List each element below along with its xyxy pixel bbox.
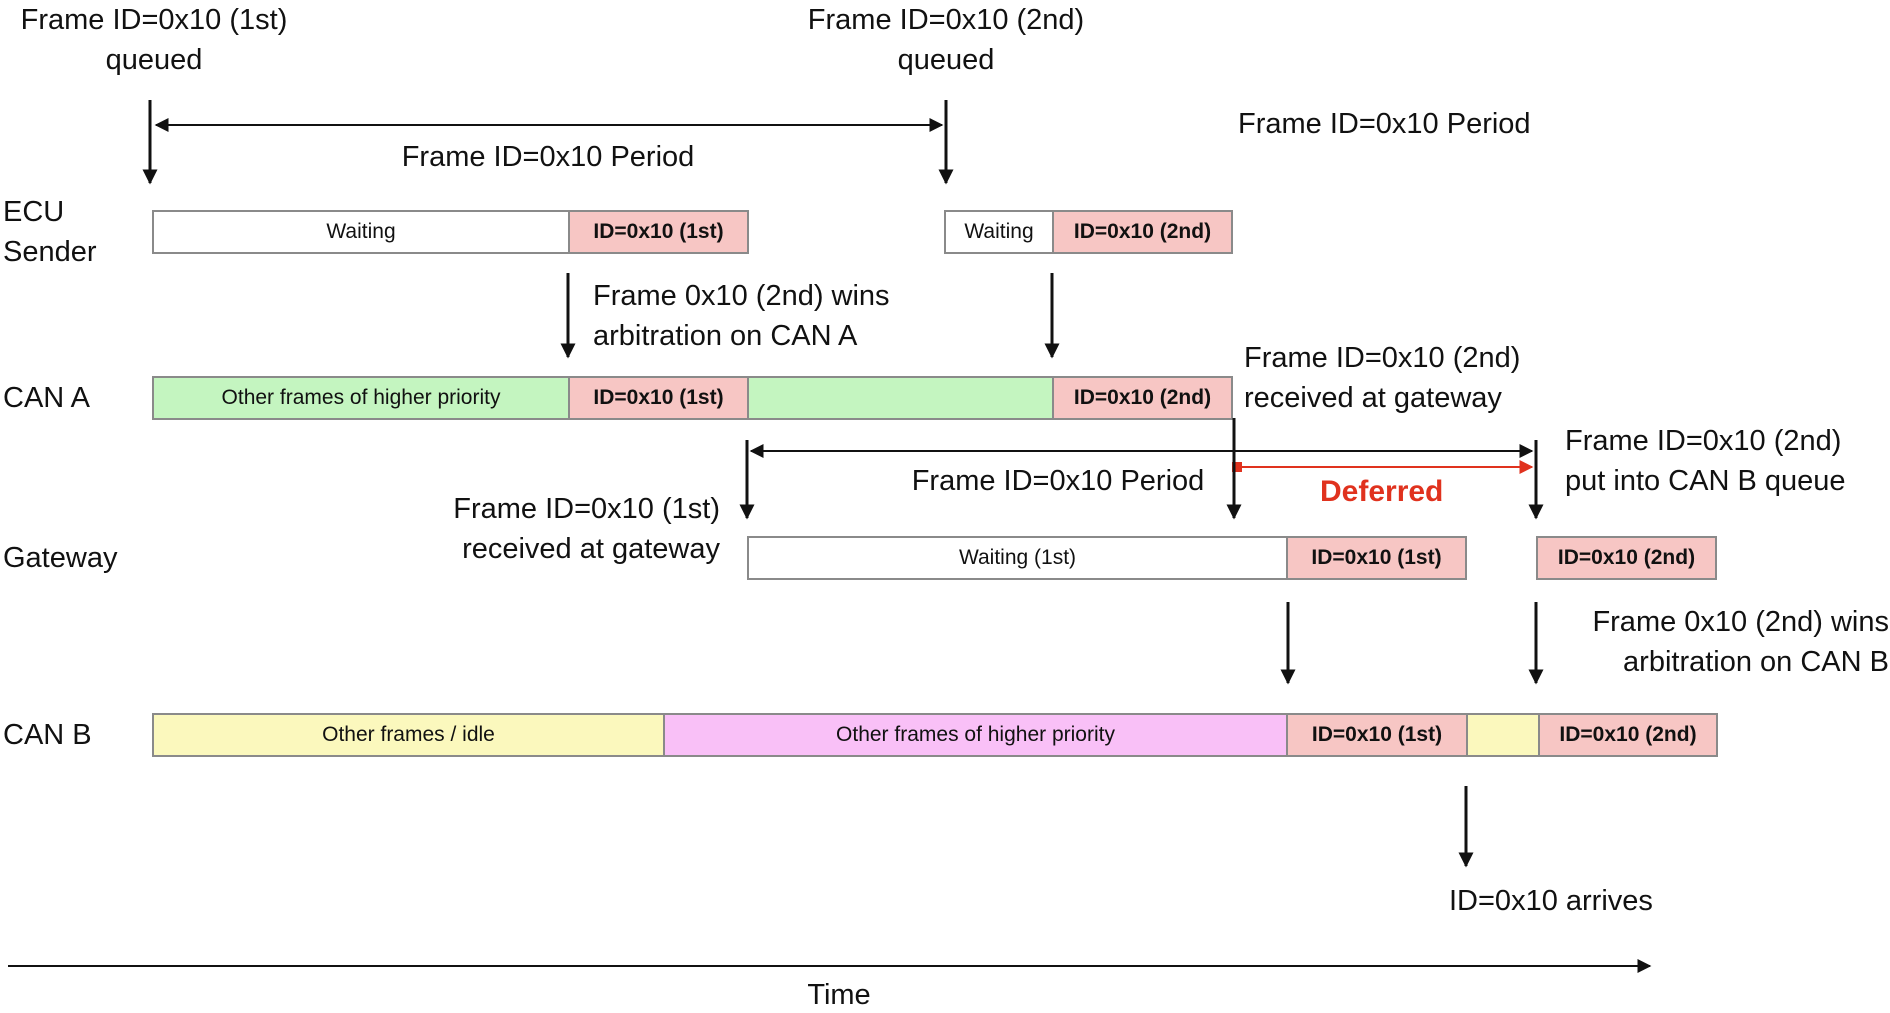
row-label-gateway: Gateway (3, 542, 118, 574)
label-line: Frame 0x10 (2nd) wins (593, 280, 890, 312)
label-line: Frame 0x10 (2nd) wins (1592, 606, 1889, 638)
put-into-queue-label: Frame ID=0x10 (2nd) put into CAN B queue (1565, 421, 1846, 501)
canb-frame-1st-segment: ID=0x10 (1st) (1286, 713, 1468, 757)
received-2nd-label: Frame ID=0x10 (2nd) received at gateway (1244, 338, 1520, 418)
label-line: received at gateway (462, 533, 720, 565)
label-line: arbitration on CAN A (593, 320, 858, 352)
sender-queued-1st-label: Frame ID=0x10 (1st) queued (21, 0, 288, 80)
gateway-waiting-segment: Waiting (1st) (747, 536, 1288, 580)
cana-frame-1st-segment: ID=0x10 (1st) (568, 376, 749, 420)
canb-frame-2nd-segment: ID=0x10 (2nd) (1538, 713, 1718, 757)
ecu-frame-2nd-segment: ID=0x10 (2nd) (1052, 210, 1233, 254)
label-line: Frame ID=0x10 (2nd) (1565, 425, 1842, 457)
ecu-frame-1st-segment: ID=0x10 (1st) (568, 210, 749, 254)
wins-arbitration-can-b-label: Frame 0x10 (2nd) wins arbitration on CAN… (1592, 602, 1889, 682)
period-label-gateway: Frame ID=0x10 Period (911, 465, 1205, 497)
ecu-waiting-2nd-segment: Waiting (944, 210, 1054, 254)
label-line: queued (105, 44, 203, 76)
label-line: Frame ID=0x10 (2nd) (1244, 342, 1521, 374)
label-line: received at gateway (1244, 382, 1502, 414)
row-label-can-b: CAN B (3, 719, 92, 751)
period-label-right: Frame ID=0x10 Period (1238, 108, 1531, 140)
period-label-top: Frame ID=0x10 Period (401, 141, 695, 173)
canb-idle-segment: Other frames / idle (152, 713, 665, 757)
cana-frame-2nd-segment: ID=0x10 (2nd) (1052, 376, 1233, 420)
row-label-ecu-sender: ECU Sender (3, 192, 97, 272)
label-line: Sender (3, 236, 97, 268)
label-line: arbitration on CAN B (1623, 646, 1889, 678)
cana-other-frames-segment: Other frames of higher priority (152, 376, 570, 420)
received-1st-label: Frame ID=0x10 (1st) received at gateway (453, 489, 720, 569)
canb-idle-gap-segment (1466, 713, 1540, 757)
arrives-label: ID=0x10 arrives (1449, 885, 1653, 917)
label-line: Frame ID=0x10 (1st) (453, 493, 720, 525)
deferred-label: Deferred (1320, 475, 1444, 508)
sender-queued-2nd-label: Frame ID=0x10 (2nd) queued (808, 0, 1084, 80)
row-label-can-a: CAN A (3, 382, 91, 414)
wins-arbitration-can-a-label: Frame 0x10 (2nd) wins arbitration on CAN… (593, 276, 890, 356)
deferred-start-marker (1232, 462, 1242, 472)
gateway-frame-1st-segment: ID=0x10 (1st) (1286, 536, 1467, 580)
cana-green-segment (747, 376, 1054, 420)
label-line: ECU (3, 196, 65, 228)
canb-other-frames-segment: Other frames of higher priority (663, 713, 1288, 757)
gateway-frame-2nd-segment: ID=0x10 (2nd) (1536, 536, 1717, 580)
label-line: Frame ID=0x10 (1st) (20, 4, 288, 36)
label-line: put into CAN B queue (1565, 465, 1846, 497)
ecu-waiting-1st-segment: Waiting (152, 210, 570, 254)
label-line: queued (897, 44, 995, 76)
label-line: Frame ID=0x10 (2nd) (807, 4, 1085, 36)
time-axis-label: Time (807, 979, 871, 1011)
